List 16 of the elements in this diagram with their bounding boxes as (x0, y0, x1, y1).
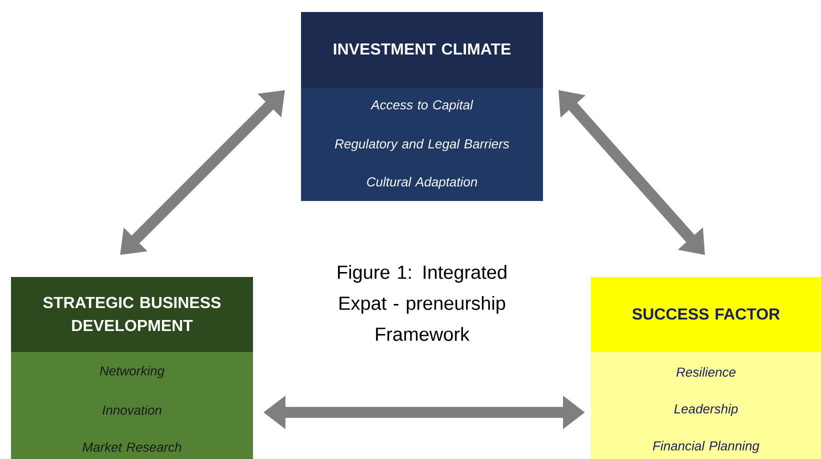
list-item: Cultural Adaptation (367, 176, 478, 190)
list-item: Leadership (674, 404, 738, 416)
framework-box (301, 12, 543, 201)
list-item: Access to Capital (370, 100, 474, 112)
framework-box (591, 277, 821, 459)
box-heading: INVESTMENT CLIMATE (334, 43, 511, 55)
list-item: Regulatory and Legal Barriers (334, 138, 510, 152)
list-item: Financial Planning (652, 440, 760, 454)
box-heading: SUCCESS FACTOR (632, 308, 780, 320)
list-item: Networking (100, 366, 164, 378)
framework-box (11, 277, 253, 459)
list-item: Innovation (102, 405, 162, 415)
list-item: Resilience (676, 367, 736, 377)
list-item: Market Research (82, 442, 182, 452)
box-heading: STRATEGIC BUSINESS DEVELOPMENT (43, 296, 221, 332)
caption: Figure 1: Integrated Expat - preneurship Framework (338, 265, 506, 341)
